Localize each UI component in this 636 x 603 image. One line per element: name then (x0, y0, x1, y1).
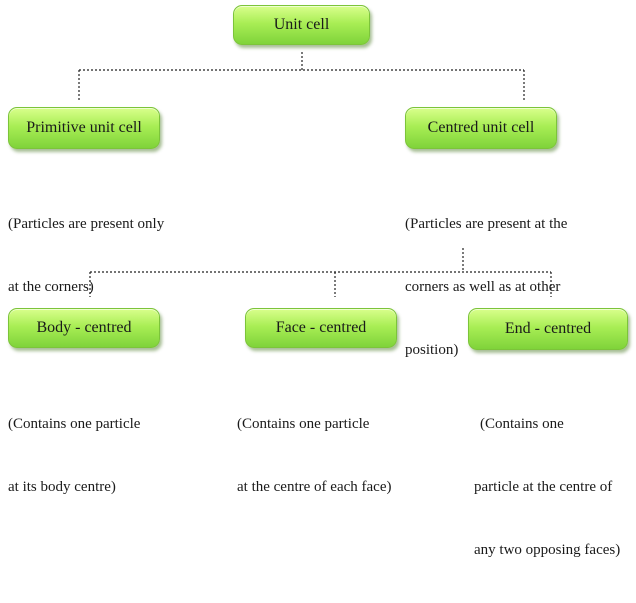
desc-body: (Contains one particle at its body centr… (8, 416, 141, 495)
node-unit-cell: Unit cell (233, 5, 370, 45)
node-end-centred: End - centred (468, 308, 628, 350)
node-face-centred: Face - centred (245, 308, 397, 348)
node-primitive-unit-cell: Primitive unit cell (8, 107, 160, 149)
desc-end: (Contains one particle at the centre of … (474, 416, 621, 558)
desc-face: (Contains one particle at the centre of … (237, 416, 392, 495)
desc-primitive: (Particles are present only at the corne… (8, 216, 165, 295)
unit-cell-diagram: Unit cell Primitive unit cell Centred un… (8, 5, 628, 558)
node-body-centred: Body - centred (8, 308, 160, 348)
node-centred-unit-cell: Centred unit cell (405, 107, 557, 149)
desc-centred: (Particles are present at the corners as… (405, 216, 568, 358)
connector-lines (78, 52, 552, 297)
